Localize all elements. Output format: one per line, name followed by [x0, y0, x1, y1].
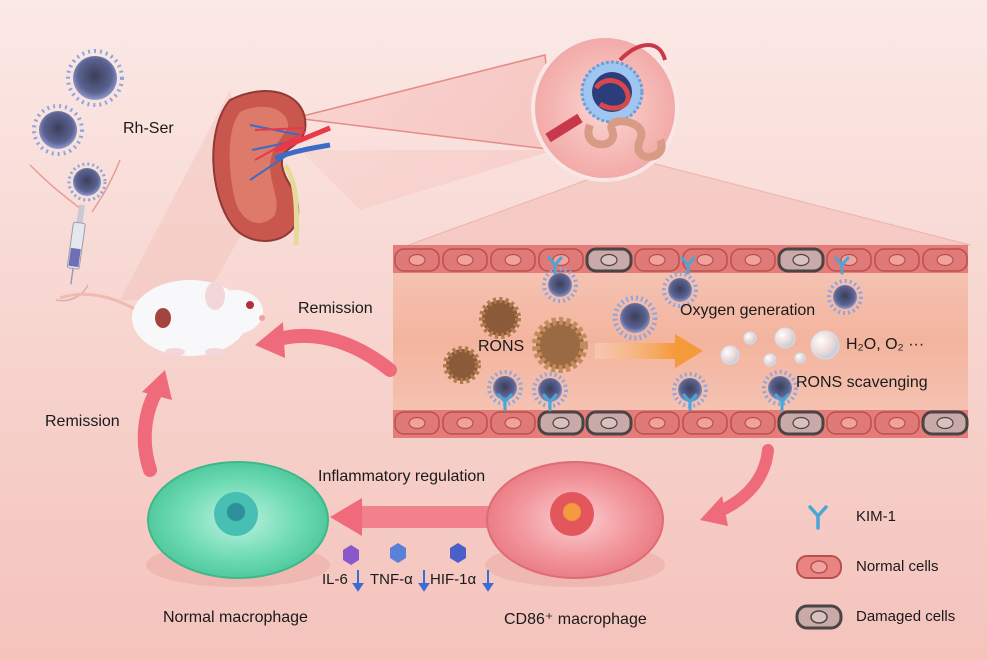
injection-funnel [29, 159, 121, 213]
vessel-panel [393, 245, 968, 438]
cd86-macrophage-cell [485, 461, 665, 587]
remission-arrow-left [137, 370, 172, 477]
kidney-illustration [212, 90, 331, 246]
cell-nucleus [504, 253, 522, 267]
remission-arrow-top [255, 322, 397, 377]
rh-ser-label: Rh-Ser [123, 120, 174, 137]
cell-nucleus [408, 416, 426, 430]
tnf-icon [390, 543, 406, 563]
vessel-cells [394, 247, 969, 436]
zoom-beams [120, 54, 971, 300]
cell-nucleus [648, 253, 666, 267]
nanozyme-group-free [32, 49, 124, 202]
rons-clusters [443, 297, 588, 384]
glomerulus-zoom [531, 34, 679, 182]
cell-nucleus [504, 416, 522, 430]
legend-normal-cells-label: Normal cells [856, 558, 939, 575]
cell-nucleus [552, 416, 570, 430]
products-label: H₂O, O₂ ··· [846, 336, 925, 353]
normal-cell-icon [796, 555, 842, 579]
mouse-illustration [59, 280, 265, 356]
oxygen-bubbles [720, 327, 840, 367]
remission-top-label: Remission [298, 300, 373, 317]
normal-macrophage-label: Normal macrophage [163, 609, 308, 626]
cell-nucleus [600, 253, 618, 267]
hif-label: HIF-1α [430, 571, 477, 588]
cell-nucleus [408, 253, 426, 267]
cell-nucleus [648, 416, 666, 430]
hif-icon [450, 543, 466, 563]
cell-nucleus [744, 416, 762, 430]
kim1-receptors [497, 256, 850, 412]
remission-left-label: Remission [45, 413, 120, 430]
cell-nucleus [888, 253, 906, 267]
rons-label: RONS [478, 338, 525, 355]
cell-nucleus [456, 416, 474, 430]
cell-nucleus [696, 416, 714, 430]
legend-kim1-label: KIM-1 [856, 508, 897, 525]
il6-icon [343, 545, 359, 565]
cell-nucleus [888, 416, 906, 430]
down-arrows [352, 570, 494, 592]
rons-scavenging-label: RONS scavenging [796, 374, 928, 391]
vessel-to-macrophage-arrow [700, 444, 774, 526]
cell-nucleus [744, 253, 762, 267]
kim1-icon [808, 505, 828, 530]
conversion-arrow [595, 334, 703, 368]
cell-nucleus [696, 253, 714, 267]
cell-nucleus [792, 416, 810, 430]
legend-damaged-cells-label: Damaged cells [856, 608, 956, 625]
damaged-cell-icon [795, 604, 843, 630]
cell-nucleus [936, 416, 954, 430]
cell-nucleus [792, 253, 810, 267]
cell-nucleus [456, 253, 474, 267]
inflammatory-arrow [330, 498, 495, 536]
cd86-macrophage-label: CD86⁺ macrophage [504, 611, 647, 628]
tnf-label: TNF-α [370, 571, 413, 588]
syringe-icon [66, 204, 86, 285]
cell-nucleus [840, 416, 858, 430]
cell-nucleus [936, 253, 954, 267]
oxygen-generation-label: Oxygen generation [680, 302, 816, 319]
inflammatory-regulation-label: Inflammatory regulation [318, 468, 486, 485]
nanozymes-in-vessel [487, 267, 863, 408]
normal-macrophage-cell [146, 461, 330, 587]
cell-nucleus [600, 416, 618, 430]
il6-label: IL-6 [322, 571, 348, 588]
